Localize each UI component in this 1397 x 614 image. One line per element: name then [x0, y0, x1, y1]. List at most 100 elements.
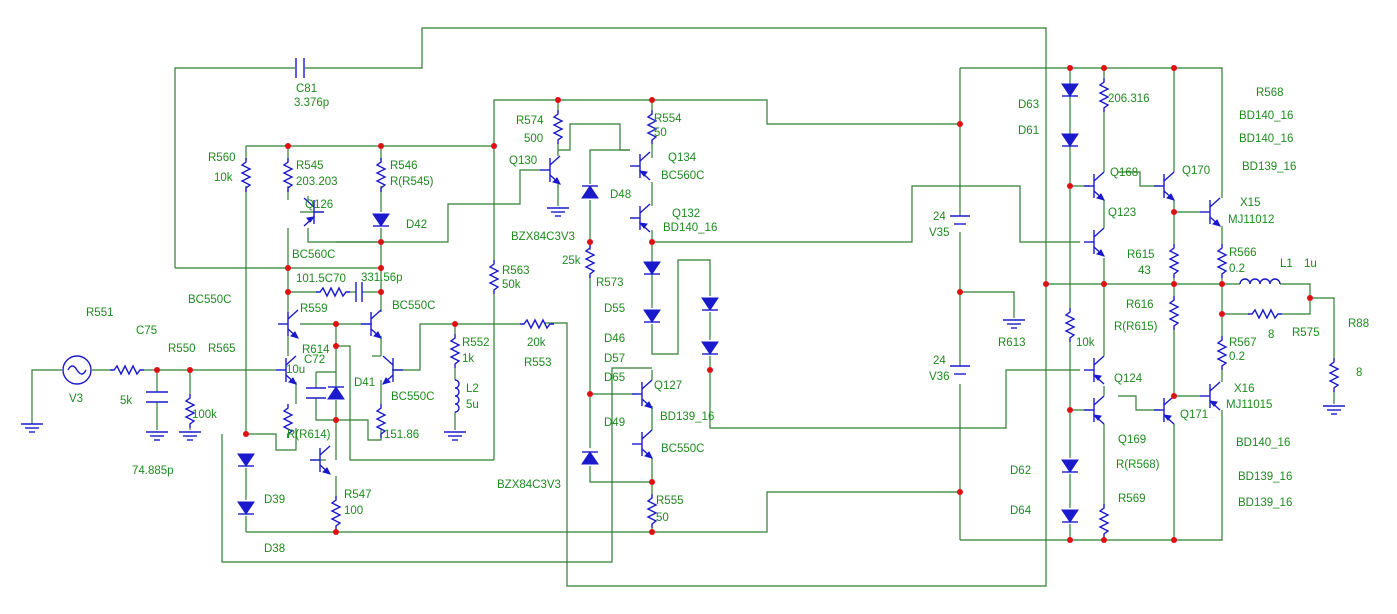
label-bd140-c: BD140_16 [1239, 133, 1293, 145]
label-r616-value: R(R615) [1114, 321, 1158, 333]
label-r615: R615 [1127, 249, 1155, 261]
label-r553: R553 [524, 357, 552, 369]
label-bc550c-d: BC550C [661, 443, 704, 455]
label-q170: Q170 [1182, 165, 1210, 177]
label-r616: R616 [1126, 299, 1154, 311]
label-r-151: 151.86 [384, 429, 419, 441]
label-q127: Q127 [654, 380, 682, 392]
label-r551: R551 [86, 307, 114, 319]
label-r567-value: 0.2 [1229, 351, 1245, 363]
components [20, 58, 1346, 539]
label-r615-value: 43 [1138, 265, 1151, 277]
label-q126-part: BC560C [292, 249, 335, 261]
label-r555: R555 [656, 495, 684, 507]
label-c70-value: 331.56p [361, 272, 403, 284]
label-q134: Q134 [668, 152, 697, 164]
label-v35: V35 [929, 227, 949, 239]
label-q132: Q132 [672, 208, 700, 220]
label-d49: D49 [604, 417, 625, 429]
label-d61: D61 [1018, 125, 1039, 137]
label-r568: R568 [1256, 87, 1284, 99]
label-mj11012: MJ11012 [1228, 214, 1274, 226]
label-c81-value: 3.376p [294, 97, 329, 109]
label-r563: R563 [502, 265, 530, 277]
label-q124: Q124 [1114, 373, 1143, 385]
label-r554-value: 50 [654, 127, 667, 139]
label-q126: Q126 [305, 199, 333, 211]
label-d64: D64 [1010, 505, 1032, 517]
label-x15: X15 [1240, 197, 1260, 209]
label-r554: R554 [654, 113, 682, 125]
label-bd139-d: BD139_16 [1238, 497, 1292, 509]
label-d57: D57 [604, 353, 625, 365]
label-d65: D65 [604, 372, 625, 384]
label-r614: R614 [302, 344, 330, 356]
label-r574: R574 [516, 115, 544, 127]
label-q127-part: BD139_16 [660, 411, 714, 423]
label-r552-value: 1k [462, 353, 474, 365]
label-r569: R569 [1118, 493, 1146, 505]
label-r575-value: 8 [1268, 329, 1274, 341]
label-r-10k: 10k [1076, 337, 1095, 349]
label-v36: V36 [929, 371, 949, 383]
label-bc550c-b: BC550C [392, 300, 435, 312]
label-d55: D55 [604, 303, 625, 315]
label-r545-value: 203.203 [296, 176, 338, 188]
label-r567: R567 [1229, 337, 1257, 349]
label-r547: R547 [344, 489, 372, 501]
label-d38: D38 [264, 543, 285, 555]
label-r553-value: 20k [527, 337, 546, 349]
label-r547-value: 100 [344, 505, 363, 517]
label-bd140-b: BD140_16 [1239, 110, 1293, 122]
label-r-206: 206.316 [1108, 93, 1150, 105]
label-l2: L2 [466, 383, 479, 395]
label-c81: C81 [296, 83, 317, 95]
label-r565: R565 [208, 343, 236, 355]
label-r560: R560 [208, 152, 236, 164]
label-r88-value: 8 [1356, 367, 1362, 379]
label-r573-value: 25k [562, 255, 581, 267]
label-v3: V3 [69, 393, 83, 405]
label-c70: 101.5C70 [296, 273, 346, 285]
label-q171: Q171 [1180, 409, 1208, 421]
label-mj11015: MJ11015 [1226, 399, 1272, 411]
label-bd140-d: BD140_16 [1236, 437, 1290, 449]
label-d41: D41 [354, 377, 375, 389]
label-bd139-c: BD139_16 [1238, 471, 1292, 483]
label-zener-top: BZX84C3V3 [511, 231, 575, 243]
label-r613: R613 [998, 337, 1026, 349]
label-r545: R545 [296, 160, 324, 172]
label-r573: R573 [596, 277, 624, 289]
label-q123: Q123 [1108, 207, 1136, 219]
label-x16: X16 [1234, 383, 1254, 395]
label-r550: R550 [168, 343, 196, 355]
label-r546-value: R(R545) [390, 176, 434, 188]
junction-dots [154, 65, 1313, 543]
label-r566: R566 [1229, 247, 1257, 259]
label-l1: L1 [1280, 258, 1293, 270]
label-l1-value: 1u [1304, 258, 1317, 270]
label-d63: D63 [1018, 99, 1039, 111]
label-d48: D48 [610, 189, 631, 201]
label-c75: C75 [136, 325, 157, 337]
label-d42: D42 [406, 219, 427, 231]
label-v36-value: 24 [933, 355, 946, 367]
label-q134-part: BC560C [661, 170, 704, 182]
label-r552: R552 [462, 337, 490, 349]
label-d46: D46 [604, 333, 625, 345]
label-c75-value: 74.885p [132, 465, 174, 477]
label-q132-part: BD140_16 [663, 222, 717, 234]
label-r568-value: R(R568) [1116, 459, 1160, 471]
component-labels: C81 3.376p R574 500 R554 50 R560 10k R54… [69, 83, 1369, 555]
label-r575: R575 [1292, 327, 1320, 339]
label-q130: Q130 [509, 155, 537, 167]
label-l2-value: 5u [466, 399, 479, 411]
label-r566-value: 0.2 [1229, 263, 1245, 275]
label-r555-value: 50 [656, 512, 669, 524]
label-bc550c-a: BC550C [188, 294, 231, 306]
label-bd139-b: BD139_16 [1242, 161, 1296, 173]
label-r559: R559 [300, 303, 328, 315]
label-r88: R88 [1348, 318, 1369, 330]
label-r550-value: 100k [192, 409, 217, 421]
